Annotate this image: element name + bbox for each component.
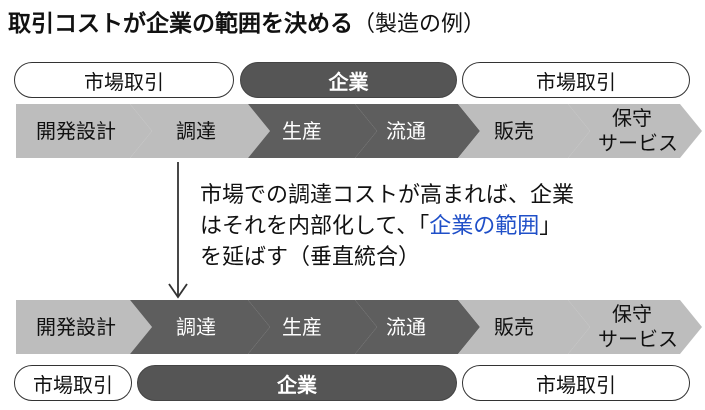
stage-shape-sales [458,300,590,354]
down-arrow-icon [168,162,188,299]
page-title: 取引コストが企業の範囲を決める（製造の例） [8,4,485,38]
bottom-market-left-pill: 市場取引 [14,365,132,401]
stage-shape-sales [458,104,590,158]
stage-shape-procure [130,300,270,354]
stage-label-produce: 生産 [282,119,322,143]
top-market-left-pill: 市場取引 [14,62,234,98]
stage-shape-produce [248,300,377,354]
stage-label-service-2: サービス [598,327,678,351]
stage-shape-procure [130,104,270,158]
stage-shape-develop [16,300,152,354]
stage-label-service-1: 保守 [612,302,652,326]
pill-label: 企業 [277,372,317,397]
pill-label: 市場取引 [536,69,616,94]
pill-label: 企業 [328,69,369,94]
stage-label-develop: 開発設計 [36,119,116,143]
description-line-3: を延ばす（垂直統合） [200,245,421,270]
description-line-2: はそれを内部化して、「企業の範囲」 [200,211,695,242]
description-line-2-pre: はそれを内部化して、「 [200,214,430,239]
bottom-corp-pill: 企業 [137,365,457,401]
top-corp-pill: 企業 [240,62,457,98]
stage-label-produce: 生産 [282,315,322,339]
description: 市場での調達コストが高まれば、企業 はそれを内部化して、「企業の範囲」 を延ばす… [200,180,695,273]
top-value-chain: 開発設計 調達 生産 流通 販売 保守 サービス [16,104,702,158]
description-line-1: 市場での調達コストが高まれば、企業 [200,183,575,208]
stage-label-procure: 調達 [176,315,216,339]
stage-shape-produce [248,104,377,158]
stage-label-develop: 開発設計 [36,315,116,339]
stage-shape-develop [16,104,152,158]
stage-label-distribute: 流通 [386,315,426,339]
stage-shape-distribute [355,104,480,158]
stage-label-service-2: サービス [598,131,678,155]
title-sub: （製造の例） [353,12,486,37]
stage-shape-service [568,300,702,354]
description-highlight: 企業の範囲 [429,214,540,239]
stage-label-service-1: 保守 [612,106,652,130]
stage-label-sales: 販売 [494,315,534,339]
pill-label: 市場取引 [33,372,113,397]
stage-shape-distribute [355,300,480,354]
stage-label-distribute: 流通 [386,119,426,143]
pill-label: 市場取引 [536,372,616,397]
stage-label-procure: 調達 [176,119,216,143]
top-market-right-pill: 市場取引 [462,62,690,98]
stage-shape-service [568,104,702,158]
stage-label-sales: 販売 [494,119,534,143]
bottom-market-right-pill: 市場取引 [462,365,690,401]
title-main: 取引コストが企業の範囲を決める [8,11,353,37]
description-line-2-post: 」 [539,214,562,239]
pill-label: 市場取引 [84,69,164,94]
bottom-value-chain: 開発設計 調達 生産 流通 販売 保守 サービス [16,300,702,354]
